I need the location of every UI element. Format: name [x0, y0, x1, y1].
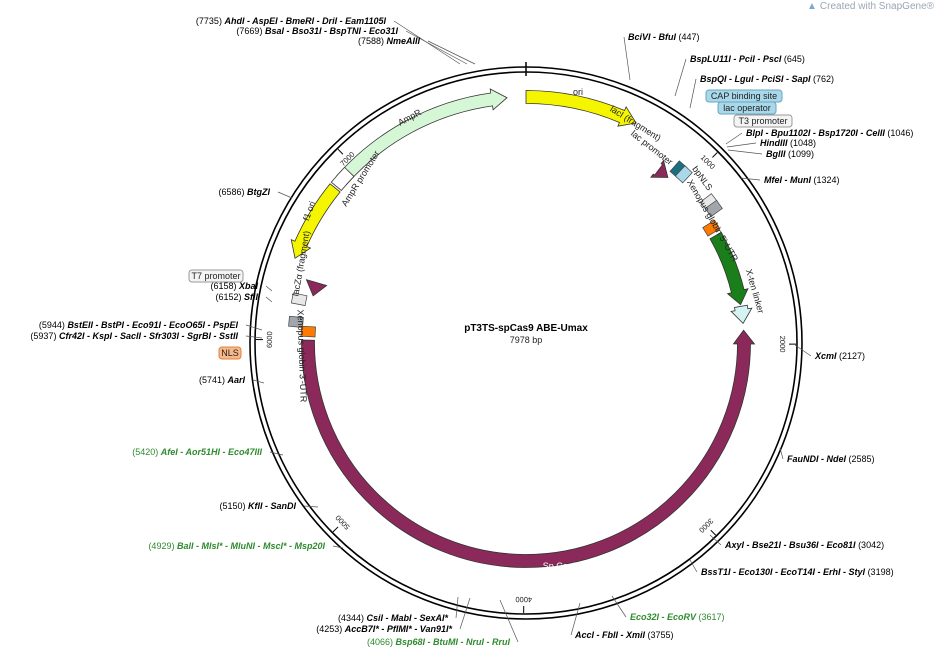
feature-xten	[730, 304, 753, 325]
nls-block	[300, 325, 316, 338]
feature-ampr-promoter	[330, 166, 355, 192]
svg-text:T3 promoter: T3 promoter	[738, 116, 787, 126]
site-leader	[332, 545, 344, 549]
cap-block	[674, 165, 693, 184]
site-leader	[245, 324, 263, 331]
xenopus5-block	[704, 199, 723, 218]
restriction-site: BglII (1099)	[766, 149, 814, 159]
restriction-site: (4066) Bsp68I - BtuMI - NruI - RruI	[367, 637, 511, 647]
restriction-site: (5420) AfeI - Aor51HI - Eco47III	[132, 447, 262, 457]
site-leader	[689, 78, 697, 109]
feature-ori	[525, 90, 637, 127]
site-leader	[499, 599, 519, 643]
plasmid-name: pT3TS-spCas9 ABE-Umax	[464, 323, 588, 334]
box-cap-binding-site: CAP binding site	[705, 89, 783, 103]
site-leader	[245, 335, 263, 339]
site-leader	[265, 296, 273, 303]
svg-text:CAP binding site: CAP binding site	[711, 91, 777, 101]
site-leader	[252, 379, 265, 384]
tick-mark	[710, 529, 717, 536]
site-leader	[794, 344, 812, 357]
restriction-site: BspLU11I - PciI - PscI (645)	[690, 54, 805, 64]
restriction-site: (4344) CsiI - MabI - SexAI*	[338, 613, 449, 623]
tick-mark	[332, 526, 339, 533]
site-leader	[570, 602, 581, 636]
restriction-site: BspQI - LguI - PciSI - SapI (762)	[700, 74, 834, 84]
site-leader	[689, 559, 698, 573]
svg-text:NLS: NLS	[221, 348, 239, 358]
label-ori: ori	[573, 87, 583, 97]
snapgene-logo-icon: ▲	[806, 1, 817, 12]
svg-text:T7 promoter: T7 promoter	[191, 271, 240, 281]
label-tada: tadA	[736, 206, 754, 227]
site-leader	[455, 596, 459, 619]
tick-mark	[712, 152, 718, 158]
restriction-site: AccI - FblI - XmiI (3755)	[574, 630, 674, 640]
restriction-site: (7588) NmeAIII	[358, 36, 421, 46]
svg-text:lac operator: lac operator	[723, 103, 771, 113]
label-xenopus-3utr: Xenopus globin 3'-UTR	[295, 309, 308, 403]
restriction-site: FauNDI - NdeI (2585)	[787, 454, 875, 464]
restriction-site: (7669) BsaI - Bso31I - BspTNI - Eco31I	[236, 26, 398, 36]
site-leader	[405, 30, 468, 65]
box-t7-promoter: T7 promoter	[188, 269, 244, 283]
site-leader	[269, 451, 284, 456]
site-leader	[623, 36, 631, 81]
restriction-site: (4929) BalI - MlsI* - MluNI - MscI* - Ms…	[148, 541, 325, 551]
site-leader	[674, 58, 687, 97]
restriction-site: (6158) XbaI	[210, 281, 258, 291]
site-leader	[725, 132, 743, 145]
site-leader	[427, 40, 476, 65]
feature-lacz	[305, 279, 328, 297]
restriction-site: AxyI - Bse21I - Bsu36I - Eco81I (3042)	[724, 540, 884, 550]
box-t3-promoter: T3 promoter	[733, 114, 793, 128]
site-leader	[303, 505, 319, 508]
box-nls: NLS	[218, 346, 242, 360]
restriction-site: (7735) AhdI - AspEI - BmeRI - DriI - Eam…	[196, 16, 387, 26]
label-lacz: lacZα (fragment)	[290, 230, 311, 297]
restriction-site: BssT1I - Eco130I - EcoT14I - ErhI - StyI…	[701, 567, 894, 577]
label-xenopus-5utr: Xenopus globin 5'-UTR	[685, 178, 740, 264]
tick-label: 6000	[265, 331, 274, 348]
restriction-site: XcmI (2127)	[814, 351, 865, 361]
site-leader	[265, 285, 273, 292]
site-leader	[726, 142, 757, 148]
restriction-site: HindIII (1048)	[760, 138, 816, 148]
restriction-site: (5944) BstEII - BstPI - Eco91I - EcoO65I…	[39, 320, 239, 330]
xenopus3-block	[288, 315, 304, 328]
site-leader	[709, 534, 722, 546]
site-leader	[611, 595, 627, 618]
restriction-site: BciVI - BfuI (447)	[628, 32, 700, 42]
restriction-site: Eco32I - EcoRV (3617)	[630, 612, 725, 622]
restriction-site: (6152) SfiI	[215, 292, 258, 302]
plasmid-length: 7978 bp	[510, 335, 543, 345]
tick-label: 4000	[515, 595, 532, 604]
feature-lacI	[650, 159, 669, 178]
site-leader	[779, 447, 784, 460]
restriction-site: (5150) KflI - SanDI	[219, 501, 296, 511]
site-leader	[740, 177, 761, 181]
feature-tada	[709, 231, 749, 306]
restriction-site: (4253) AccB7I* - PflMI* - Van91I*	[316, 624, 452, 634]
site-leader	[727, 149, 763, 155]
snapgene-watermark: ▲Created with SnapGene®	[806, 1, 934, 12]
feature-spcas9	[301, 329, 756, 568]
restriction-site: (5741) AarI	[199, 375, 246, 385]
site-leader	[277, 191, 293, 199]
restriction-site: (5937) Cfr42I - KspI - SacII - Sfr303I -…	[30, 331, 238, 341]
t7-block	[290, 292, 308, 306]
bpnls-block	[702, 219, 721, 237]
feature-f1ori	[290, 183, 341, 259]
tick-label: 2000	[778, 336, 787, 353]
restriction-site: MfeI - MunI (1324)	[764, 175, 840, 185]
box-lac-operator: lac operator	[717, 101, 777, 115]
label-spcas9: Sp Cas9	[543, 561, 578, 571]
site-leader	[459, 597, 471, 630]
restriction-site: BlpI - Bpu1102I - Bsp1720I - CelII (1046…	[746, 128, 913, 138]
tick-mark	[337, 148, 344, 155]
restriction-site: (6586) BtgZI	[218, 187, 270, 197]
feature-ampr	[335, 88, 508, 186]
